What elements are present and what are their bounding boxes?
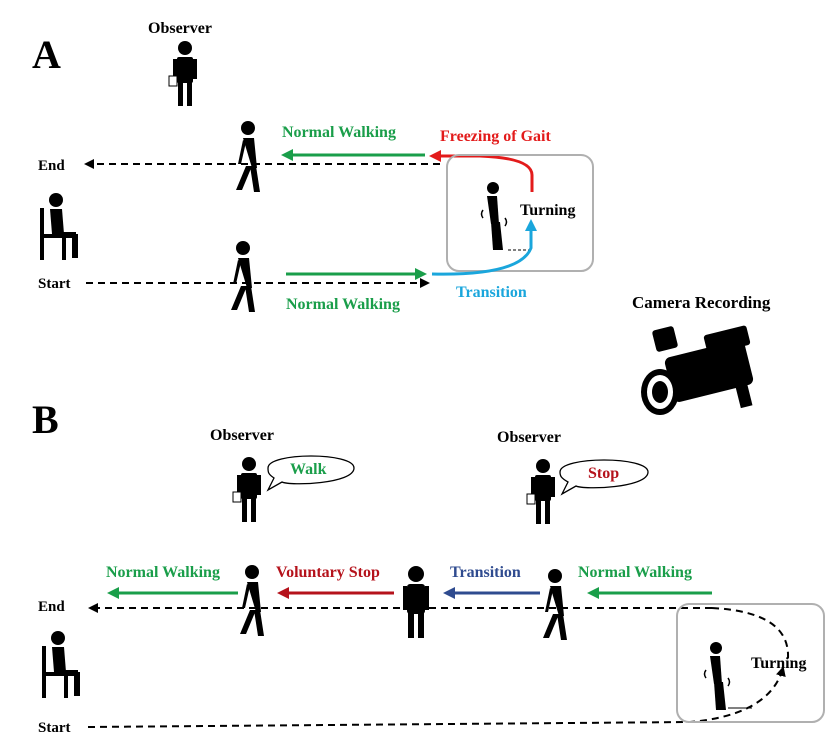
walker-b-left-icon (240, 565, 264, 636)
turning-person-b-icon (703, 641, 731, 711)
panel-b-turn-path (711, 607, 790, 659)
speech-bubble-walk (266, 455, 355, 492)
observer-right-icon (526, 458, 556, 525)
panel-a-end-label: End (38, 158, 65, 174)
speech-bubble-stop (559, 459, 649, 496)
panel-b-start-label: Start (38, 720, 71, 736)
panel-b-normal-walking-left: Normal Walking (106, 564, 220, 581)
panel-a-turning-label: Turning (520, 202, 575, 219)
panel-b-observer-left-label: Observer (210, 427, 274, 444)
panel-a-freezing-label: Freezing of Gait (440, 128, 551, 145)
panel-b-turning-label: Turning (751, 655, 806, 672)
freezing-person-icon (480, 181, 508, 251)
panel-b-normal-walking-right: Normal Walking (578, 564, 692, 581)
walker-b-right-icon (543, 569, 567, 640)
walker-lower-icon (231, 241, 255, 312)
panel-a-normal-walking-bottom: Normal Walking (286, 296, 400, 313)
camera-icon (641, 325, 754, 415)
panel-a-turning-box (446, 154, 594, 272)
camera-label: Camera Recording (632, 293, 771, 312)
walker-upper-icon (236, 121, 260, 192)
panel-a-observer-label: Observer (148, 20, 212, 37)
seated-person-b-icon (42, 631, 80, 698)
standing-person-icon (403, 566, 429, 638)
bubble-stop-text: Stop (588, 465, 619, 482)
panel-a-start-label: Start (38, 276, 71, 292)
seated-person-icon (40, 193, 78, 260)
freezing-arrow (429, 150, 534, 192)
observer-left-icon (232, 456, 262, 523)
panel-b-end-label: End (38, 599, 65, 615)
panel-b-transition: Transition (450, 564, 521, 581)
panel-a-letter: A (32, 32, 61, 77)
panel-b-observer-right-label: Observer (497, 429, 561, 446)
bubble-walk-text: Walk (290, 461, 327, 478)
panel-b-turning-box (676, 603, 825, 723)
transition-arrow (431, 219, 537, 276)
observer-icon (168, 40, 198, 107)
panel-a-transition-label: Transition (456, 284, 527, 301)
panel-b-voluntary-stop: Voluntary Stop (276, 564, 380, 581)
panel-b-letter: B (32, 397, 59, 442)
panel-b-start-path (87, 666, 786, 728)
panel-a-normal-walking-top: Normal Walking (282, 124, 396, 141)
